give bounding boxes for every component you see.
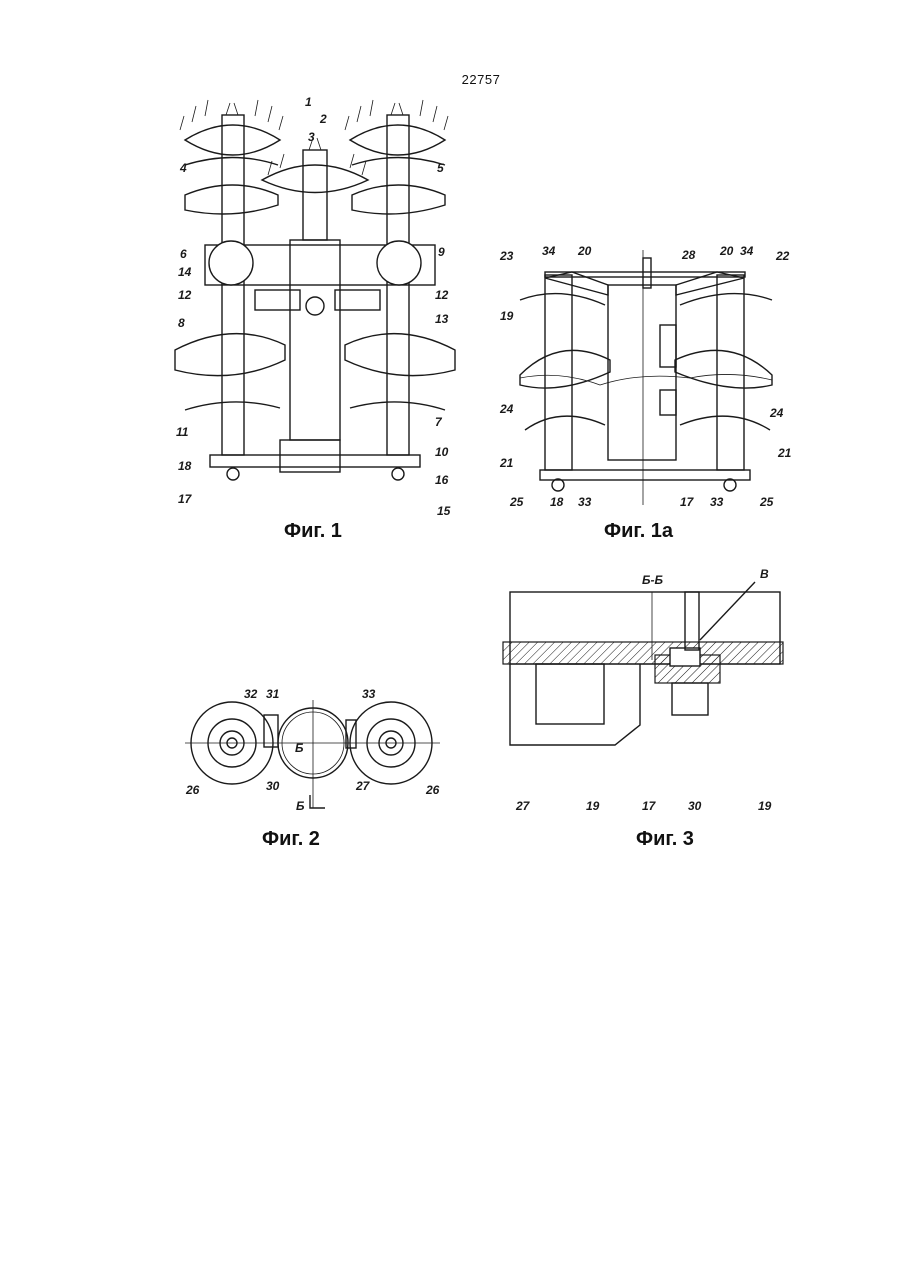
fig1a-label-22: 22 bbox=[775, 249, 790, 263]
fig2-label-26a: 26 bbox=[185, 783, 200, 797]
fig1a-label-34b: 34 bbox=[740, 244, 754, 258]
fig1-label-15: 15 bbox=[437, 504, 451, 518]
fig1a-label-25b: 25 bbox=[759, 495, 774, 509]
figure-1a-caption: Фиг. 1а bbox=[604, 520, 673, 543]
fig1a-label-25a: 25 bbox=[509, 495, 524, 509]
figure-1-drawing bbox=[175, 100, 455, 480]
fig1a-label-24b: 24 bbox=[769, 406, 784, 420]
fig1-label-11: 11 bbox=[176, 425, 189, 439]
fig1-label-13: 13 bbox=[435, 312, 449, 326]
fig1a-label-21a: 21 bbox=[499, 456, 514, 470]
fig1-label-12b: 12 bbox=[435, 288, 449, 302]
fig3-label-v: В bbox=[760, 567, 769, 581]
fig1-label-5: 5 bbox=[437, 161, 444, 175]
fig1-label-17: 17 bbox=[178, 492, 193, 506]
fig1-label-7: 7 bbox=[435, 415, 443, 429]
fig1-label-14: 14 bbox=[178, 265, 192, 279]
fig1a-label-20a: 20 bbox=[577, 244, 592, 258]
fig1a-label-24a: 24 bbox=[499, 402, 514, 416]
fig3-label-30: 30 bbox=[688, 799, 702, 813]
fig2-label-33: 33 bbox=[362, 687, 376, 701]
figure-3-labels: Б-Б В 27 19 17 30 19 bbox=[515, 567, 772, 813]
fig1-label-8: 8 bbox=[178, 316, 185, 330]
fig1-label-6: 6 bbox=[180, 247, 187, 261]
fig1-label-4: 4 bbox=[179, 161, 187, 175]
fig1a-label-33a: 33 bbox=[578, 495, 592, 509]
figure-3-caption: Фиг. 3 bbox=[636, 828, 694, 851]
fig3-label-19a: 19 bbox=[586, 799, 600, 813]
fig2-label-27: 27 bbox=[355, 779, 371, 793]
fig1-label-12a: 12 bbox=[178, 288, 192, 302]
fig2-label-b-top: Б bbox=[295, 741, 304, 755]
figure-2-caption: Фиг. 2 bbox=[262, 828, 320, 851]
fig1-label-3: 3 bbox=[308, 130, 315, 144]
figure-3-drawing bbox=[503, 582, 783, 745]
fig1a-label-19: 19 bbox=[500, 309, 514, 323]
fig1a-label-34a: 34 bbox=[542, 244, 556, 258]
fig1-label-1: 1 bbox=[305, 95, 312, 109]
fig1a-label-20b: 20 bbox=[719, 244, 734, 258]
fig1a-label-17: 17 bbox=[680, 495, 695, 509]
fig3-label-27: 27 bbox=[515, 799, 531, 813]
fig1a-label-28: 28 bbox=[681, 248, 696, 262]
fig1a-label-21b: 21 bbox=[777, 446, 792, 460]
fig1-label-9: 9 bbox=[438, 245, 445, 259]
fig2-label-30: 30 bbox=[266, 779, 280, 793]
fig1a-label-23: 23 bbox=[499, 249, 514, 263]
fig1a-label-33b: 33 bbox=[710, 495, 724, 509]
fig1-label-10: 10 bbox=[435, 445, 449, 459]
fig2-label-26b: 26 bbox=[425, 783, 440, 797]
fig1-label-16: 16 bbox=[435, 473, 449, 487]
figure-1-caption: Фиг. 1 bbox=[284, 520, 342, 543]
fig2-label-32: 32 bbox=[244, 687, 258, 701]
fig1a-label-18: 18 bbox=[550, 495, 564, 509]
fig1-label-18: 18 bbox=[178, 459, 192, 473]
fig3-label-19b: 19 bbox=[758, 799, 772, 813]
figure-1a-drawing bbox=[520, 250, 772, 505]
fig2-label-b-bottom: Б bbox=[296, 799, 305, 813]
figure-2-drawing bbox=[185, 700, 440, 808]
fig1-label-2: 2 bbox=[319, 112, 327, 126]
fig3-label-17: 17 bbox=[642, 799, 657, 813]
fig3-label-section: Б-Б bbox=[642, 573, 663, 587]
fig2-label-31: 31 bbox=[266, 687, 280, 701]
